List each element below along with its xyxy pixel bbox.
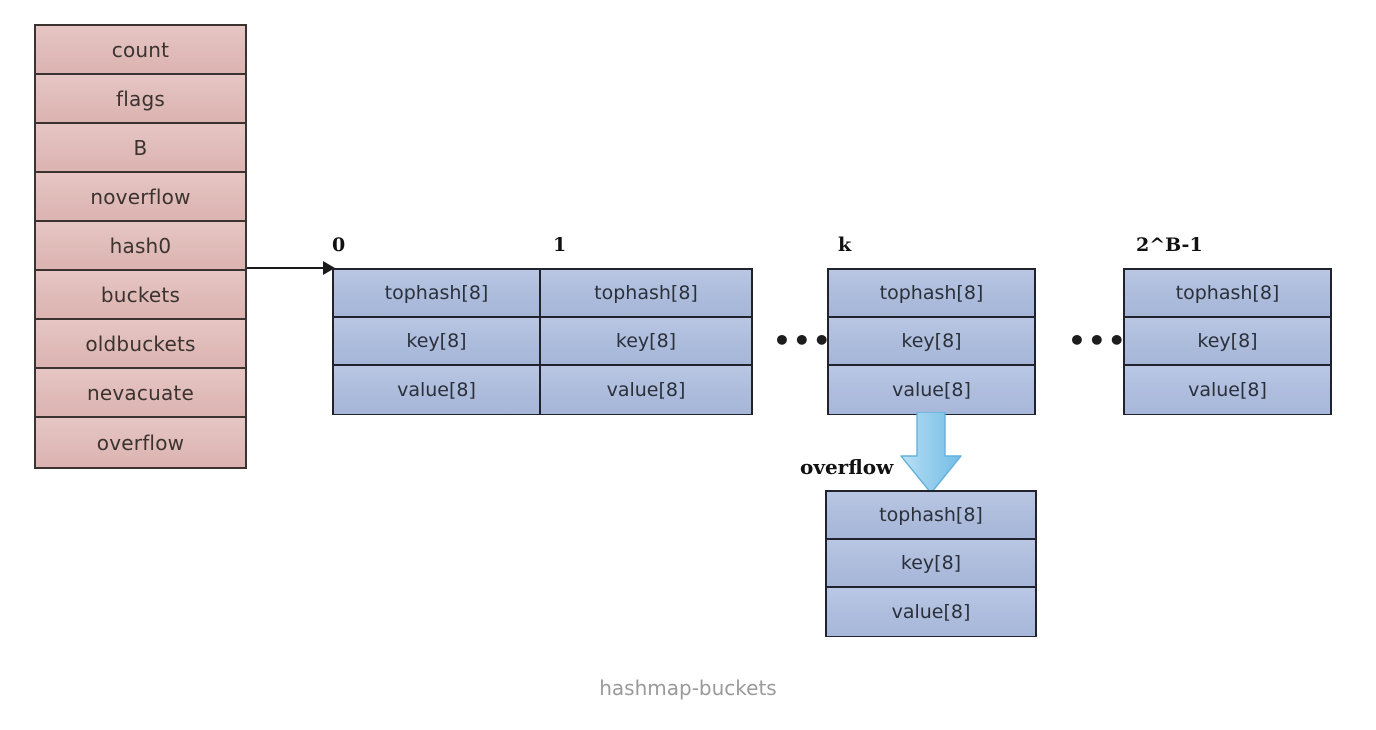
bucket-cell-key: key[8] [829,318,1034,366]
struct-field-nevacuate: nevacuate [36,369,245,418]
ellipsis-right: ••• [1068,324,1128,357]
struct-field-label: hash0 [109,233,172,258]
struct-field-count: count [36,26,245,75]
bucket-cell-tophash: tophash[8] [829,270,1034,318]
bucket-1: tophash[8] key[8] value[8] [541,270,751,414]
bucket-cell-tophash: tophash[8] [827,492,1035,540]
bucket-cell-value: value[8] [541,366,751,414]
struct-field-buckets: buckets [36,271,245,320]
struct-field-flags: flags [36,75,245,124]
bucket-cell-tophash: tophash[8] [1125,270,1330,318]
struct-field-label: overflow [96,430,185,455]
ellipsis-left: ••• [773,324,833,357]
bucket-index-label-1: 1 [553,234,567,256]
struct-field-label: nevacuate [87,380,194,405]
bucket-cell-tophash: tophash[8] [334,270,539,318]
bucket-cell-key: key[8] [827,540,1035,588]
bucket-cell-value: value[8] [1125,366,1330,414]
bucket-overflow: tophash[8] key[8] value[8] [825,490,1037,637]
struct-field-noverflow: noverflow [36,173,245,222]
buckets-pointer-line [247,267,325,269]
struct-field-label: flags [116,86,165,111]
bucket-cell-key: key[8] [541,318,751,366]
struct-field-label: B [133,135,148,160]
bucket-index-label-k: k [838,234,852,256]
struct-field-label: buckets [100,282,181,307]
struct-field-label: oldbuckets [85,331,196,356]
bucket-cell-key: key[8] [334,318,539,366]
hmap-struct-table: count flags B noverflow hash0 buckets ol… [34,24,247,469]
bucket-last: tophash[8] key[8] value[8] [1123,268,1332,415]
bucket-index-label-last: 2^B-1 [1136,234,1203,256]
struct-field-hash0: hash0 [36,222,245,271]
bucket-cell-tophash: tophash[8] [541,270,751,318]
struct-field-b: B [36,124,245,173]
overflow-block-arrow-icon [900,412,962,494]
bucket-cell-value: value[8] [827,588,1035,636]
struct-field-label: count [111,37,170,62]
bucket-pair-0-1: tophash[8] key[8] value[8] tophash[8] ke… [332,268,753,415]
bucket-0: tophash[8] key[8] value[8] [334,270,541,414]
struct-field-label: noverflow [90,184,191,209]
bucket-k: tophash[8] key[8] value[8] [827,268,1036,415]
bucket-cell-value: value[8] [829,366,1034,414]
struct-field-oldbuckets: oldbuckets [36,320,245,369]
overflow-label: overflow [800,455,894,479]
bucket-cell-key: key[8] [1125,318,1330,366]
bucket-index-label-0: 0 [332,234,346,256]
figure-caption: hashmap-buckets [599,676,777,700]
struct-field-overflow: overflow [36,418,245,467]
bucket-cell-value: value[8] [334,366,539,414]
